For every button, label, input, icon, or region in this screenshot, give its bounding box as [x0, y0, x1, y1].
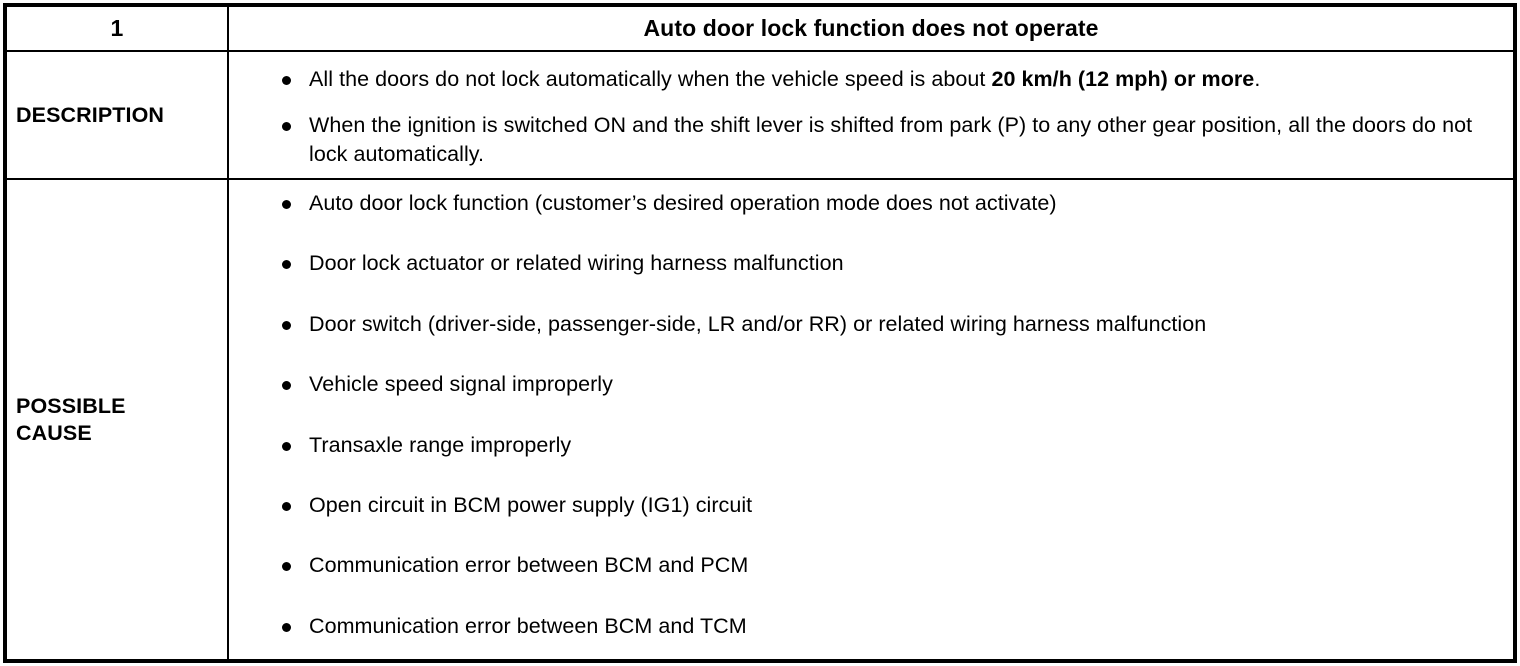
description-bullet-list: All the doors do not lock automatically … [229, 52, 1513, 168]
emphasis-text: 20 km/h (12 mph) or more [991, 67, 1255, 91]
list-item: Communication error between BCM and TCM [229, 612, 1513, 640]
possible-cause-content-cell: Auto door lock function (customer’s desi… [229, 180, 1513, 659]
list-item: Auto door lock function (customer’s desi… [229, 189, 1513, 217]
list-item: Vehicle speed signal improperly [229, 370, 1513, 398]
list-item: Communication error between BCM and PCM [229, 551, 1513, 579]
table-header-row: 1 Auto door lock function does not opera… [7, 7, 1513, 52]
description-content-cell: All the doors do not lock automatically … [229, 52, 1513, 178]
list-item: All the doors do not lock automatically … [229, 65, 1513, 93]
diagnostic-table: 1 Auto door lock function does not opera… [3, 3, 1517, 663]
header-index-cell: 1 [7, 7, 229, 50]
fault-title: Auto door lock function does not operate [643, 15, 1099, 41]
description-row: DESCRIPTION All the doors do not lock au… [7, 52, 1513, 180]
description-label: DESCRIPTION [16, 102, 165, 127]
description-label-cell: DESCRIPTION [7, 52, 229, 178]
list-item: Transaxle range improperly [229, 431, 1513, 459]
header-title-cell: Auto door lock function does not operate [229, 7, 1513, 50]
list-item: Open circuit in BCM power supply (IG1) c… [229, 491, 1513, 519]
list-item: Door switch (driver-side, passenger-side… [229, 310, 1513, 338]
fault-index-number: 1 [110, 15, 124, 41]
possible-cause-bullet-list: Auto door lock function (customer’s desi… [229, 180, 1513, 666]
list-item: Door lock actuator or related wiring har… [229, 249, 1513, 277]
list-item: When the ignition is switched ON and the… [229, 111, 1513, 168]
